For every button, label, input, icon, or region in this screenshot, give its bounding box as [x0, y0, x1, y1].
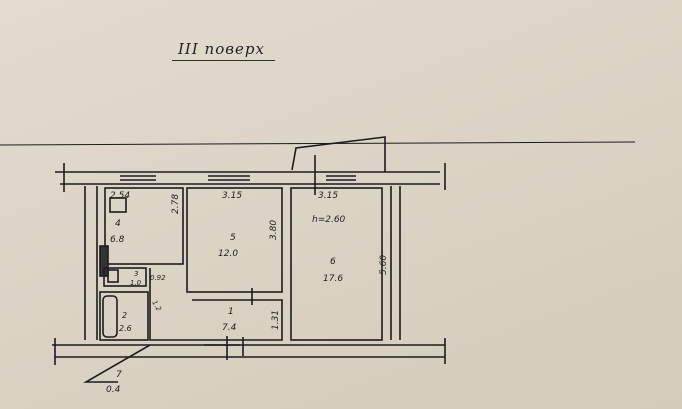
dim-room6-width: 3.15 — [318, 191, 338, 201]
dim-wc: 0.92 — [150, 274, 166, 282]
room-1-hall — [149, 268, 283, 341]
room-7-number: 7 — [116, 370, 122, 380]
room-3-wc — [103, 267, 147, 287]
window-room6 — [326, 175, 356, 181]
room-4-kitchen — [104, 187, 184, 265]
room-2-area: 2.6 — [119, 324, 132, 333]
dim-kitchen-width: 2.54 — [110, 191, 130, 201]
ceiling-height: h=2.60 — [312, 215, 346, 225]
room-4-area: 6.8 — [110, 235, 125, 245]
dim-room5-width: 3.15 — [222, 191, 242, 201]
window-kitchen — [120, 175, 156, 181]
dim-bath: 1.2 — [150, 299, 163, 313]
room-5 — [186, 187, 283, 293]
dim-hall-depth: 1.31 — [271, 310, 281, 330]
window-room5 — [208, 175, 250, 181]
room-5-number: 5 — [230, 233, 236, 243]
floor-title: III поверх — [172, 40, 275, 61]
dim-kitchen-depth: 2.78 — [171, 194, 181, 214]
room-3-area: 1.0 — [130, 279, 142, 287]
stove-icon — [109, 197, 127, 213]
room-2-number: 2 — [122, 311, 127, 320]
toilet-icon — [107, 269, 119, 283]
room-2-bathroom — [99, 291, 149, 341]
room-1-number: 1 — [228, 307, 234, 317]
bathtub-icon — [102, 295, 118, 338]
room-7-area: 0.4 — [106, 385, 121, 395]
room-4-number: 4 — [115, 219, 121, 229]
room-1-area: 7.4 — [222, 323, 237, 333]
dim-room5-depth: 3.80 — [269, 220, 279, 240]
balcony — [291, 136, 386, 172]
dim-room6-depth: 5.60 — [379, 255, 389, 275]
room-6-area: 17.6 — [323, 274, 343, 284]
room-3-number: 3 — [134, 270, 138, 278]
room-6-number: 6 — [330, 257, 336, 267]
room-6 — [290, 187, 383, 341]
room-5-area: 12.0 — [218, 249, 238, 259]
room-7-loggia — [83, 344, 151, 383]
page-fold-line — [0, 141, 636, 146]
